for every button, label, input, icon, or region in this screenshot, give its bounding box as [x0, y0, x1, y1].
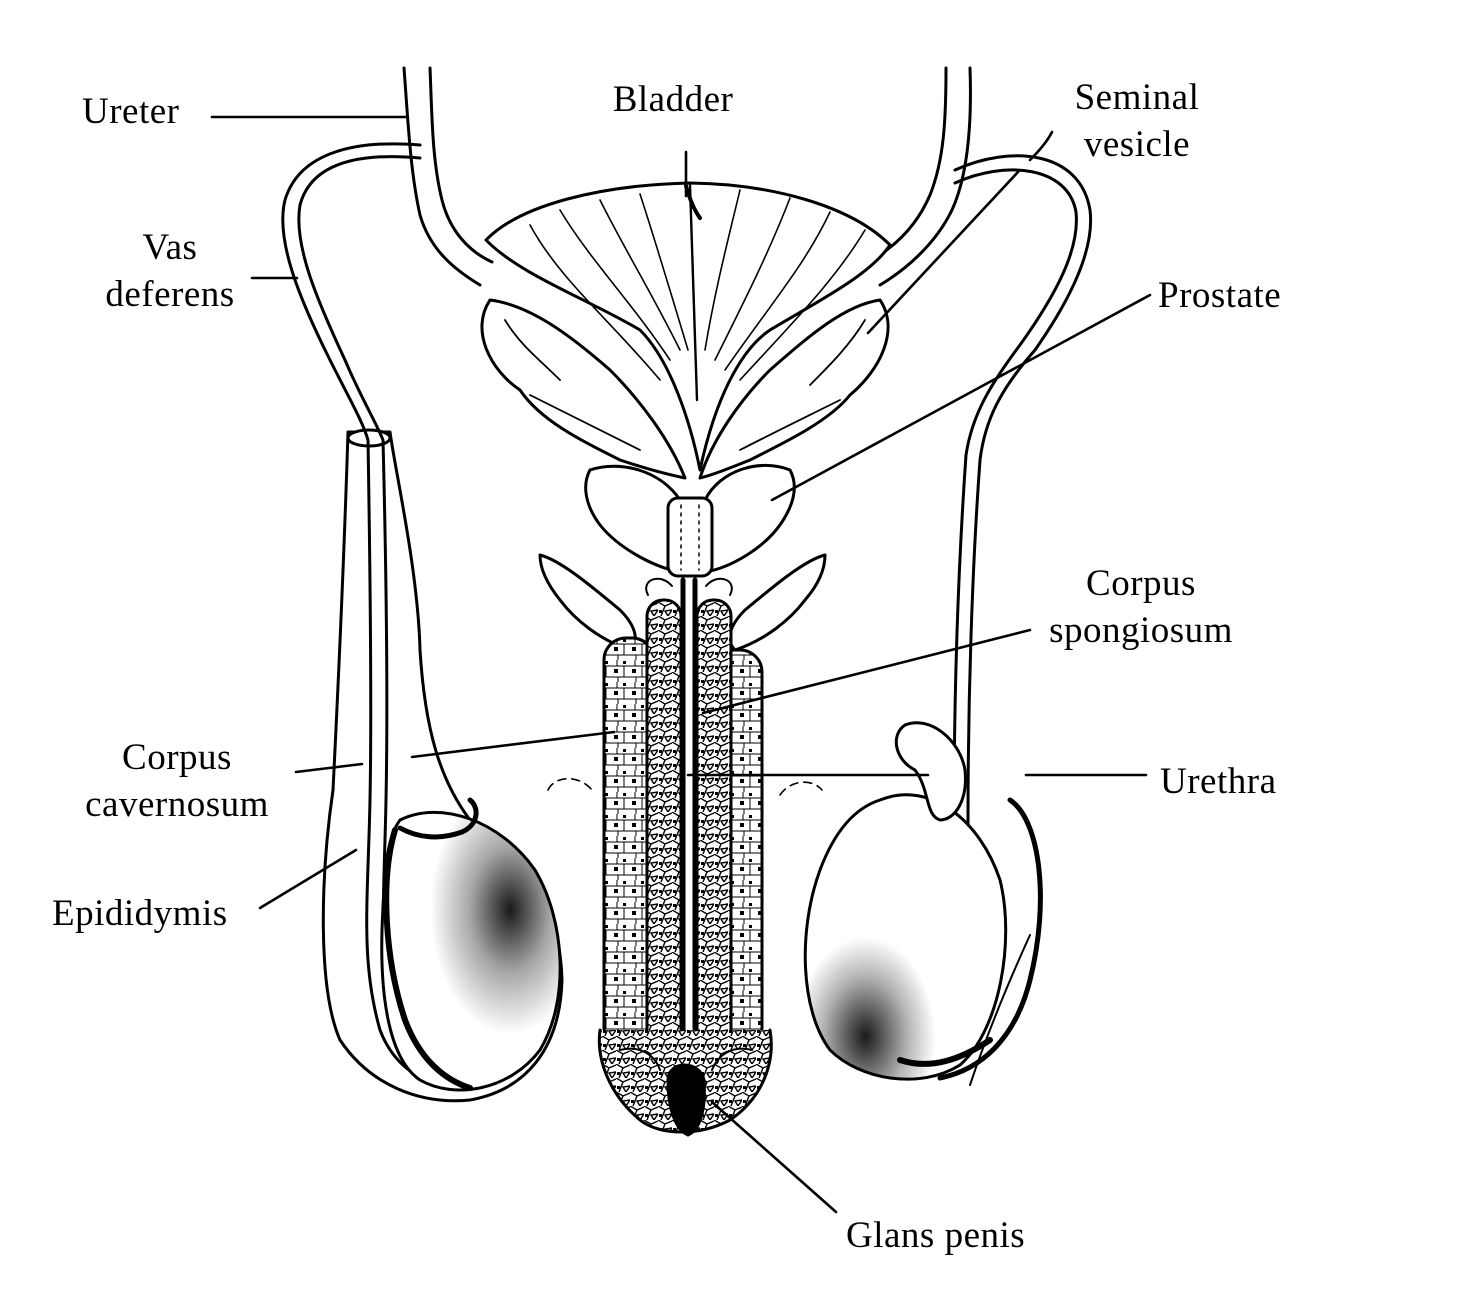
leader-corpus-spongiosum: [701, 628, 1032, 715]
label-urethra: Urethra: [1160, 761, 1277, 802]
leader-seminal-vesicle: [866, 130, 1054, 335]
testis-right: [803, 721, 1043, 1081]
ureter-left: [402, 66, 494, 287]
label-vas-deferens: Vas deferens: [105, 227, 235, 315]
seminal-vesicle-right: [698, 298, 890, 480]
bladder: [484, 181, 892, 472]
crus-left: [538, 553, 637, 652]
label-epididymis: Epididymis: [52, 893, 228, 934]
label-prostate: Prostate: [1158, 275, 1282, 316]
leader-corpus-cavernosum: [294, 730, 616, 774]
scrotum-fold-right: [779, 781, 823, 796]
scrotum-fold-left: [547, 777, 593, 791]
leader-lines: [210, 115, 1152, 1214]
label-bladder: Bladder: [612, 79, 734, 120]
leader-epididymis: [258, 848, 358, 910]
ureter-right: [866, 66, 972, 287]
label-ureter: Ureter: [82, 91, 180, 132]
label-corpus-cavernosum: Corpus cavernosum: [85, 737, 269, 825]
leader-prostate: [770, 293, 1152, 502]
signature-scribble: [969, 934, 1031, 1086]
label-glans-penis: Glans penis: [846, 1215, 1026, 1256]
label-corpus-spongiosum: Corpus spongiosum: [1049, 563, 1233, 651]
crus-right: [728, 553, 827, 652]
testis-left: [380, 797, 562, 1092]
seminal-vesicle-left: [480, 298, 687, 480]
leader-glans-penis: [710, 1100, 838, 1214]
label-seminal-vesicle: Seminal vesicle: [1074, 77, 1200, 165]
penis-shaft: [597, 577, 773, 1137]
prostate: [584, 463, 796, 578]
